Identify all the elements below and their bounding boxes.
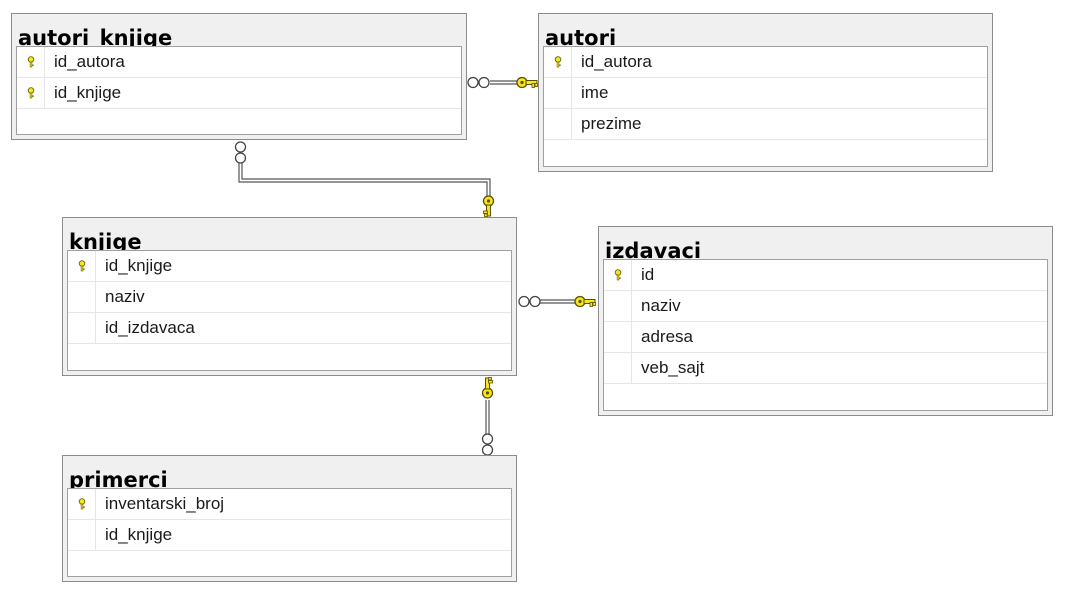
key-cell xyxy=(17,78,45,108)
key-cell xyxy=(68,489,96,519)
key-cell xyxy=(604,322,632,352)
column-row[interactable]: id_autora xyxy=(17,47,461,78)
column-grid: inventarski_broj id_knjige xyxy=(67,488,512,577)
column-name: ime xyxy=(581,83,609,102)
primary-key-icon xyxy=(78,260,85,272)
column-row[interactable]: id_knjige xyxy=(68,520,511,551)
column-row[interactable]: veb_sajt xyxy=(604,353,1047,384)
column-name: naziv xyxy=(641,296,681,315)
column-name: id_knjige xyxy=(54,83,122,102)
key-cell xyxy=(17,47,45,77)
column-row[interactable]: ime xyxy=(544,78,987,109)
key-cell xyxy=(544,47,572,77)
column-grid: id naziv adresa veb_sajt xyxy=(603,259,1048,411)
key-cell xyxy=(544,109,572,139)
key-cell xyxy=(544,78,572,108)
column-name: id xyxy=(641,265,655,284)
relationship-autori_knjige-knjige[interactable] xyxy=(234,141,495,218)
column-name: inventarski_broj xyxy=(105,494,225,513)
key-cell xyxy=(68,313,96,343)
relationship-primerci-knjige[interactable] xyxy=(481,376,494,456)
column-name: id_autora xyxy=(54,52,125,71)
table-autori_knjige[interactable]: autori_knjige id_autora id_knjige xyxy=(11,13,467,140)
column-name: adresa xyxy=(641,327,693,346)
column-name: id_izdavaca xyxy=(105,318,195,337)
column-name: id_knjige xyxy=(105,256,173,275)
relationship-autori_knjige-autori[interactable] xyxy=(467,76,539,89)
primary-key-icon xyxy=(27,87,34,99)
column-row[interactable]: id_autora xyxy=(544,47,987,78)
column-row[interactable]: prezime xyxy=(544,109,987,140)
table-title: izdavaci xyxy=(605,239,702,261)
column-name: id_autora xyxy=(581,52,652,71)
primary-key-icon xyxy=(78,498,85,510)
key-cell xyxy=(68,251,96,281)
column-row[interactable]: naziv xyxy=(604,291,1047,322)
primary-key-icon xyxy=(614,269,621,281)
column-row[interactable]: id xyxy=(604,260,1047,291)
column-name: prezime xyxy=(581,114,642,133)
table-primerci[interactable]: primerci inventarski_broj id_knjige xyxy=(62,455,517,582)
primary-key-icon xyxy=(554,56,561,68)
column-name: id_knjige xyxy=(105,525,173,544)
column-row[interactable]: adresa xyxy=(604,322,1047,353)
key-cell xyxy=(604,260,632,290)
column-row[interactable]: id_izdavaca xyxy=(68,313,511,344)
table-title: primerci xyxy=(69,468,168,490)
column-name: veb_sajt xyxy=(641,358,705,377)
primary-key-icon xyxy=(27,56,34,68)
key-cell xyxy=(68,520,96,550)
column-row[interactable]: id_knjige xyxy=(68,251,511,282)
table-title: autori xyxy=(545,26,617,48)
table-title: knjige xyxy=(69,230,142,252)
column-row[interactable]: naziv xyxy=(68,282,511,313)
key-cell xyxy=(604,291,632,321)
column-row[interactable]: inventarski_broj xyxy=(68,489,511,520)
key-cell xyxy=(604,353,632,383)
table-title: autori_knjige xyxy=(18,26,173,48)
table-izdavaci[interactable]: izdavaci id naziv adresa veb_sajt xyxy=(598,226,1053,416)
column-grid: id_autora id_knjige xyxy=(16,46,462,135)
column-row[interactable]: id_knjige xyxy=(17,78,461,109)
key-cell xyxy=(68,282,96,312)
column-name: naziv xyxy=(105,287,145,306)
relationship-knjige-izdavaci[interactable] xyxy=(518,295,597,308)
